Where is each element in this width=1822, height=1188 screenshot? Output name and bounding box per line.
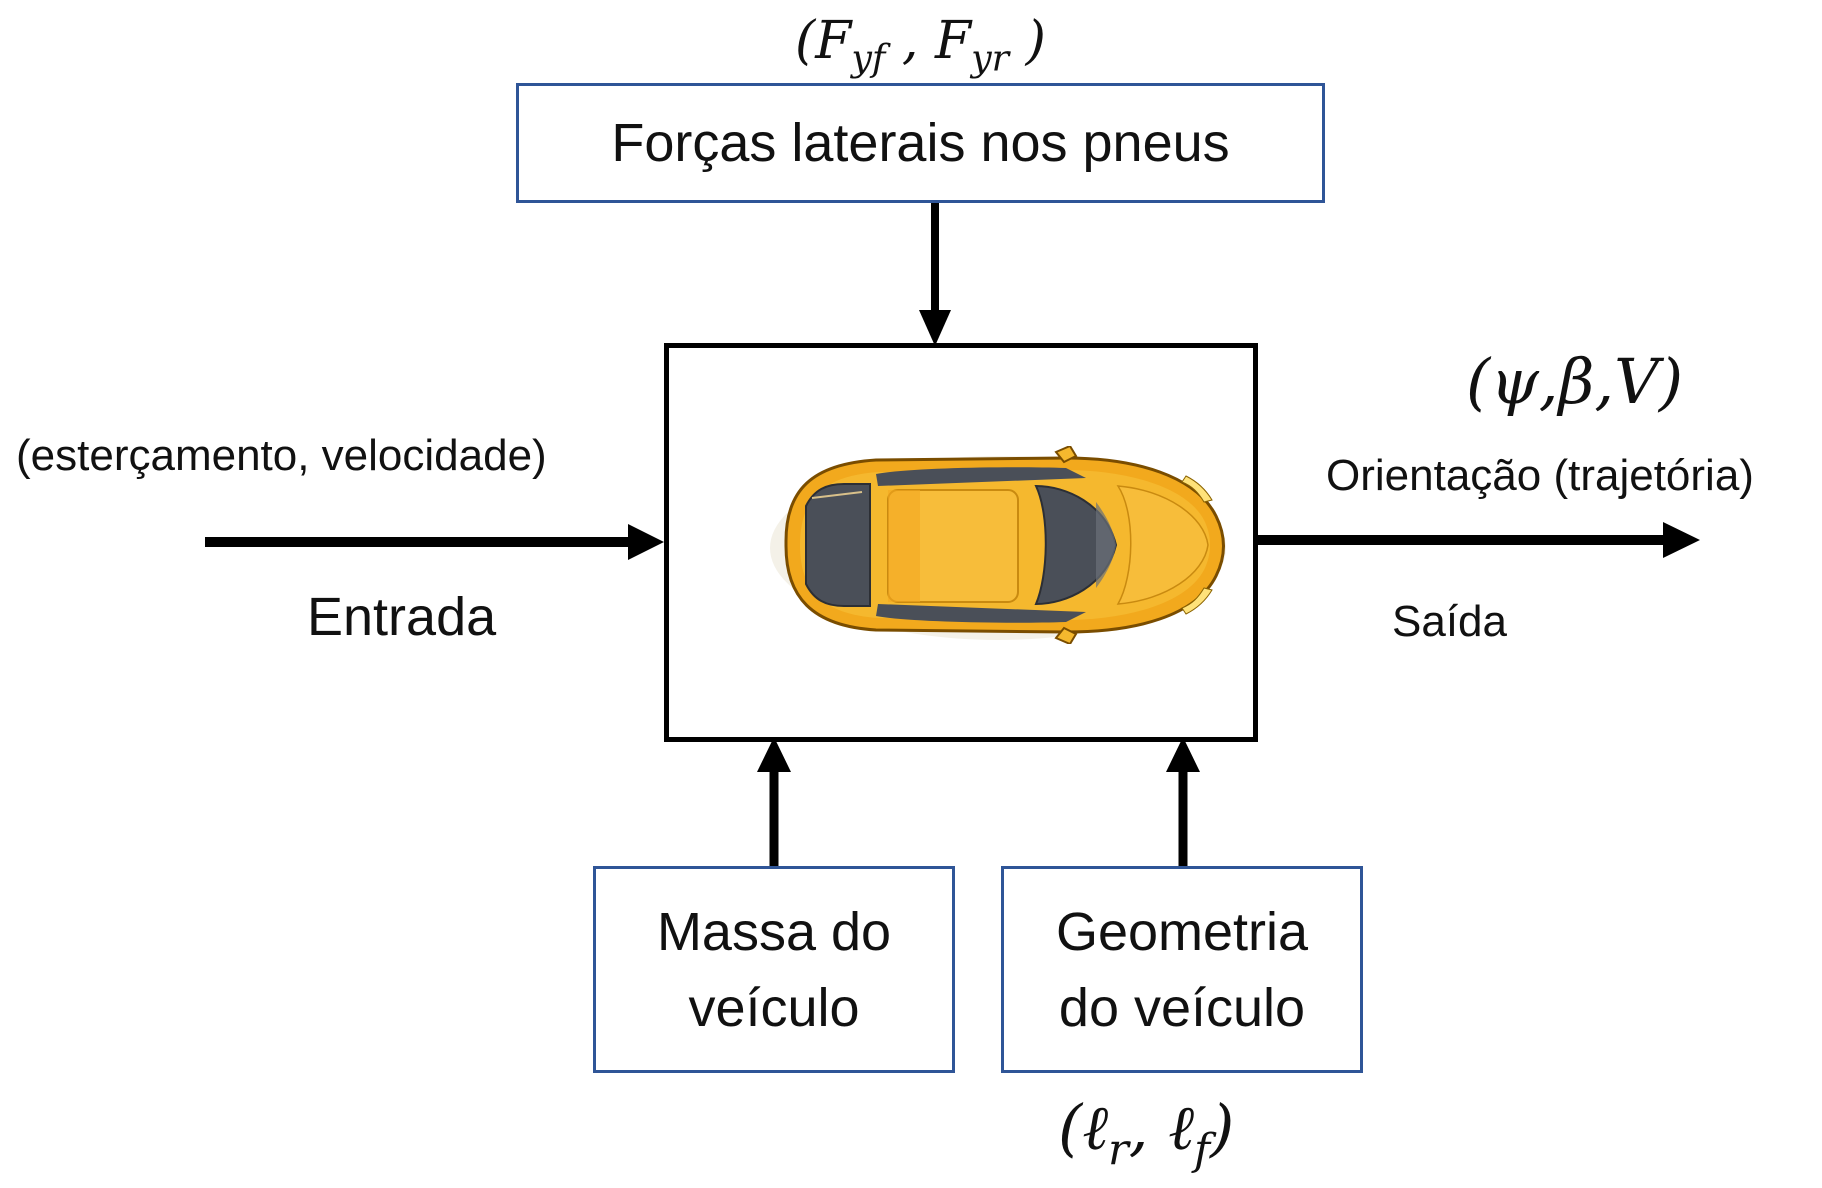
input-arrowhead (628, 524, 664, 560)
math-sub: f (1194, 1125, 1211, 1176)
math-part: ) (1210, 1091, 1235, 1164)
output-desc-label: Orientação (trajetória) (1326, 451, 1754, 500)
mass-arrowhead (757, 737, 791, 772)
output-label: Saída (1392, 597, 1507, 646)
geometry-arrowhead (1166, 737, 1200, 772)
math-sub: yr (971, 36, 1010, 80)
geometry-box-line1: Geometria (1055, 901, 1309, 962)
math-sub: r (1108, 1125, 1129, 1176)
tire-forces-math-label: (Fyf , Fyr ) (795, 6, 1046, 94)
geometry-math-label: (ℓr, ℓf) (1058, 1090, 1234, 1188)
mass-box-line2: veículo (688, 977, 860, 1038)
mass-box-line1: Massa do (656, 901, 892, 962)
output-arrowhead (1663, 522, 1700, 558)
math-part: , F (885, 11, 972, 71)
math-part: (F (795, 11, 852, 71)
output-math-label: (ψ,β,V) (1466, 345, 1684, 418)
vehicle-mass-box: Massa do veículo (593, 866, 955, 1073)
math-sub: yf (851, 36, 886, 80)
tire-forces-arrowhead (919, 310, 951, 346)
car-top-view-icon (770, 446, 1226, 644)
vehicle-geometry-box: Geometria do veículo (1001, 866, 1363, 1073)
tire-forces-box: Forças laterais nos pneus (516, 83, 1325, 203)
input-label: Entrada (307, 587, 497, 647)
tire-forces-box-label: Forças laterais nos pneus (611, 113, 1230, 173)
input-params-label: (esterçamento, velocidade) (16, 431, 547, 480)
math-part: , ℓ (1128, 1091, 1195, 1164)
math-part: ) (1009, 11, 1046, 71)
math-part: (ℓ (1058, 1091, 1109, 1164)
geometry-box-line2: do veículo (1058, 977, 1306, 1038)
